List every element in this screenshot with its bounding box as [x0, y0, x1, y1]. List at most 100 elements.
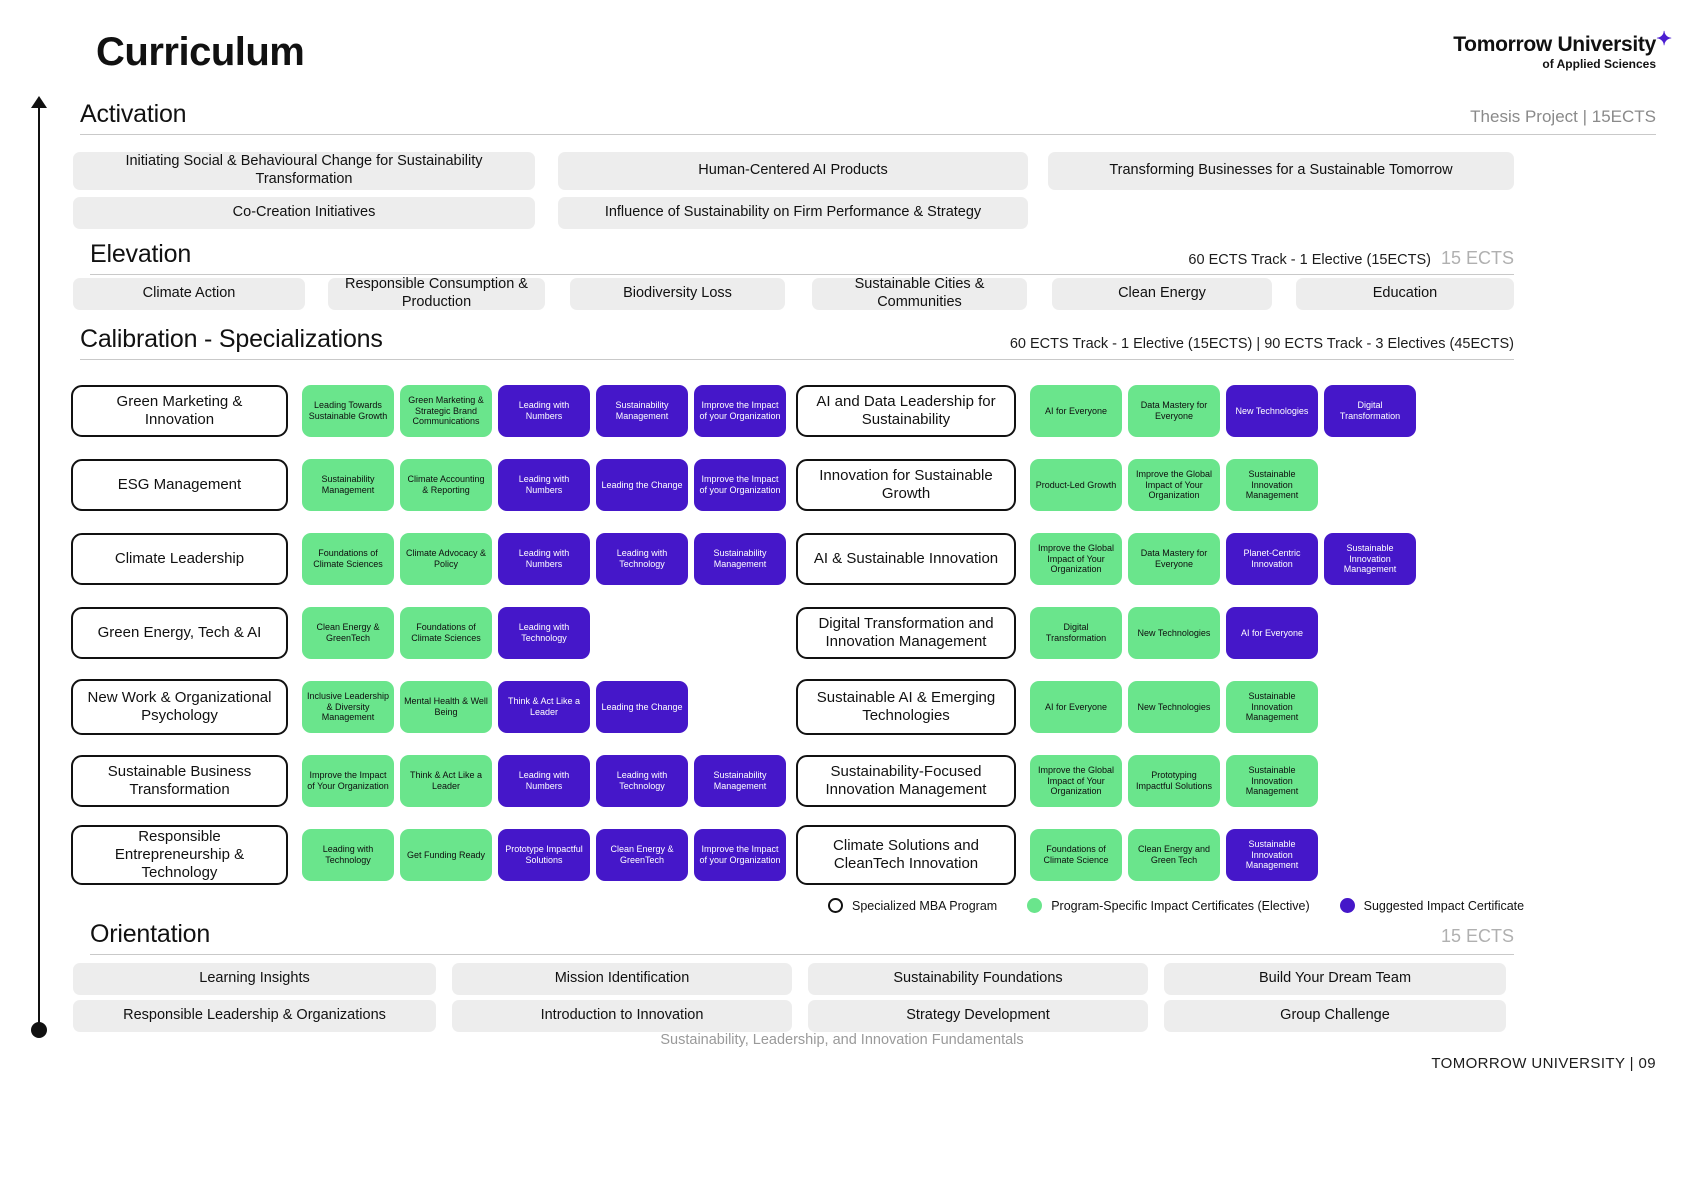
activation-module[interactable]: Co-Creation Initiatives [73, 197, 535, 229]
elevation-module[interactable]: Sustainable Cities & Communities [812, 276, 1027, 310]
orientation-module[interactable]: Strategy Development [808, 1000, 1148, 1032]
certificate-chip[interactable]: New Technologies [1128, 607, 1220, 659]
certificate-chip[interactable]: New Technologies [1128, 681, 1220, 733]
certificate-chip[interactable]: Sustainability Management [694, 755, 786, 807]
certificate-chip[interactable]: Foundations of Climate Sciences [302, 533, 394, 585]
mba-program[interactable]: AI & Sustainable Innovation [796, 533, 1016, 585]
certificate-chip[interactable]: Leading Towards Sustainable Growth [302, 385, 394, 437]
orientation-module[interactable]: Introduction to Innovation [452, 1000, 792, 1032]
footer-note: Sustainability, Leadership, and Innovati… [660, 1032, 1024, 1048]
certificate-chip[interactable]: Leading with Numbers [498, 533, 590, 585]
certificate-chip[interactable]: Think & Act Like a Leader [400, 755, 492, 807]
certificate-chip[interactable]: New Technologies [1226, 385, 1318, 437]
certificate-chip[interactable]: Foundations of Climate Sciences [400, 607, 492, 659]
certificate-chip[interactable]: AI for Everyone [1030, 681, 1122, 733]
certificate-chip[interactable]: Sustainability Management [694, 533, 786, 585]
certificate-chip[interactable]: Get Funding Ready [400, 829, 492, 881]
mba-program[interactable]: AI and Data Leadership for Sustainabilit… [796, 385, 1016, 437]
certificate-chip[interactable]: Clean Energy & GreenTech [596, 829, 688, 881]
certificate-chip[interactable]: Clean Energy & GreenTech [302, 607, 394, 659]
certificate-chip[interactable]: Data Mastery for Everyone [1128, 385, 1220, 437]
certificate-chip[interactable]: Improve the Impact of your Organization [694, 459, 786, 511]
mba-program[interactable]: Digital Transformation and Innovation Ma… [796, 607, 1016, 659]
divider [80, 134, 1656, 135]
calibration-right-label: 60 ECTS Track - 1 Elective (15ECTS) | 90… [1009, 336, 1514, 352]
section-elevation-header: Elevation 60 ECTS Track - 1 Elective (15… [90, 240, 1514, 275]
mba-program[interactable]: Sustainability-Focused Innovation Manage… [796, 755, 1016, 807]
certificate-chip[interactable]: Improve the Global Impact of Your Organi… [1030, 755, 1122, 807]
mba-program[interactable]: Climate Solutions and CleanTech Innovati… [796, 825, 1016, 885]
certificate-chip[interactable]: Green Marketing & Strategic Brand Commun… [400, 385, 492, 437]
elevation-module[interactable]: Clean Energy [1052, 278, 1272, 310]
activation-module[interactable]: Influence of Sustainability on Firm Perf… [558, 197, 1028, 229]
certificate-chip[interactable]: Prototyping Impactful Solutions [1128, 755, 1220, 807]
specialization-name[interactable]: ESG Management [71, 459, 288, 511]
elevation-module[interactable]: Education [1296, 278, 1514, 310]
certificate-chip[interactable]: Sustainability Management [596, 385, 688, 437]
certificate-chip[interactable]: Improve the Global Impact of Your Organi… [1128, 459, 1220, 511]
certificate-chip[interactable]: Sustainable Innovation Management [1226, 681, 1318, 733]
orientation-module[interactable]: Sustainability Foundations [808, 963, 1148, 995]
mba-program[interactable]: Innovation for Sustainable Growth [796, 459, 1016, 511]
activation-right-label: Thesis Project | 15ECTS [1470, 107, 1656, 126]
certificate-chip[interactable]: Leading with Numbers [498, 459, 590, 511]
specialization-name[interactable]: Green Energy, Tech & AI [71, 607, 288, 659]
specialization-name[interactable]: New Work & Organizational Psychology [71, 679, 288, 735]
certificate-chip[interactable]: Leading with Technology [498, 607, 590, 659]
certificate-chip[interactable]: AI for Everyone [1030, 385, 1122, 437]
certificate-chip[interactable]: Improve the Global Impact of Your Organi… [1030, 533, 1122, 585]
timeline-end-dot-icon [31, 1022, 47, 1038]
specialization-name[interactable]: Responsible Entrepreneurship & Technolog… [71, 825, 288, 885]
certificate-chip[interactable]: Climate Advocacy & Policy [400, 533, 492, 585]
certificate-chip[interactable]: Leading with Numbers [498, 755, 590, 807]
certificate-chip[interactable]: Improve the Impact of Your Organization [302, 755, 394, 807]
elevation-module[interactable]: Climate Action [73, 278, 305, 310]
certificate-chip[interactable]: Sustainable Innovation Management [1226, 755, 1318, 807]
certificate-chip[interactable]: Leading with Technology [596, 533, 688, 585]
mba-program[interactable]: Sustainable AI & Emerging Technologies [796, 679, 1016, 735]
specialization-name[interactable]: Sustainable Business Transformation [71, 755, 288, 807]
certificate-chip[interactable]: Improve the Impact of your Organization [694, 385, 786, 437]
certificate-chip[interactable]: Leading with Technology [596, 755, 688, 807]
certificate-chip[interactable]: Leading the Change [596, 681, 688, 733]
orientation-module[interactable]: Responsible Leadership & Organizations [73, 1000, 436, 1032]
certificate-chip[interactable]: Think & Act Like a Leader [498, 681, 590, 733]
certificate-chip[interactable]: Product-Led Growth [1030, 459, 1122, 511]
legend-swatch-icon [1339, 898, 1355, 913]
specialization-name[interactable]: Green Marketing & Innovation [71, 385, 288, 437]
orientation-module[interactable]: Learning Insights [73, 963, 436, 995]
activation-module[interactable]: Initiating Social & Behavioural Change f… [73, 152, 535, 190]
certificate-chip[interactable]: Mental Health & Well Being [400, 681, 492, 733]
certificate-chip[interactable]: Sustainable Innovation Management [1226, 459, 1318, 511]
certificate-chip[interactable]: AI for Everyone [1226, 607, 1318, 659]
section-title: Calibration - Specializations [80, 325, 383, 353]
certificate-chip[interactable]: Clean Energy and Green Tech [1128, 829, 1220, 881]
certificate-chip[interactable]: Climate Accounting & Reporting [400, 459, 492, 511]
certificate-chip[interactable]: Data Mastery for Everyone [1128, 533, 1220, 585]
certificate-chip[interactable]: Planet-Centric Innovation [1226, 533, 1318, 585]
orientation-module[interactable]: Group Challenge [1164, 1000, 1506, 1032]
activation-module[interactable]: Human-Centered AI Products [558, 152, 1028, 190]
certificate-chip[interactable]: Sustainability Management [302, 459, 394, 511]
certificate-chip[interactable]: Sustainable Innovation Management [1226, 829, 1318, 881]
elevation-module[interactable]: Biodiversity Loss [570, 278, 785, 310]
activation-module[interactable]: Transforming Businesses for a Sustainabl… [1048, 152, 1514, 190]
certificate-chip[interactable]: Digital Transformation [1324, 385, 1416, 437]
section-title: Elevation [90, 240, 192, 268]
orientation-module[interactable]: Build Your Dream Team [1164, 963, 1506, 995]
certificate-chip[interactable]: Digital Transformation [1030, 607, 1122, 659]
orientation-module[interactable]: Mission Identification [452, 963, 792, 995]
certificate-chip[interactable]: Leading with Technology [302, 829, 394, 881]
orientation-ects: 15 ECTS [1440, 926, 1514, 946]
certificate-chip[interactable]: Improve the Impact of your Organization [694, 829, 786, 881]
elevation-module[interactable]: Responsible Consumption & Production [328, 276, 545, 310]
certificate-chip[interactable]: Foundations of Climate Science [1030, 829, 1122, 881]
specialization-name[interactable]: Climate Leadership [71, 533, 288, 585]
divider [80, 359, 1514, 360]
certificate-chip[interactable]: Sustainable Innovation Management [1324, 533, 1416, 585]
certificate-chip[interactable]: Prototype Impactful Solutions [498, 829, 590, 881]
certificate-chip[interactable]: Leading the Change [596, 459, 688, 511]
certificate-chip[interactable]: Inclusive Leadership & Diversity Managem… [302, 681, 394, 733]
certificate-chip[interactable]: Leading with Numbers [498, 385, 590, 437]
